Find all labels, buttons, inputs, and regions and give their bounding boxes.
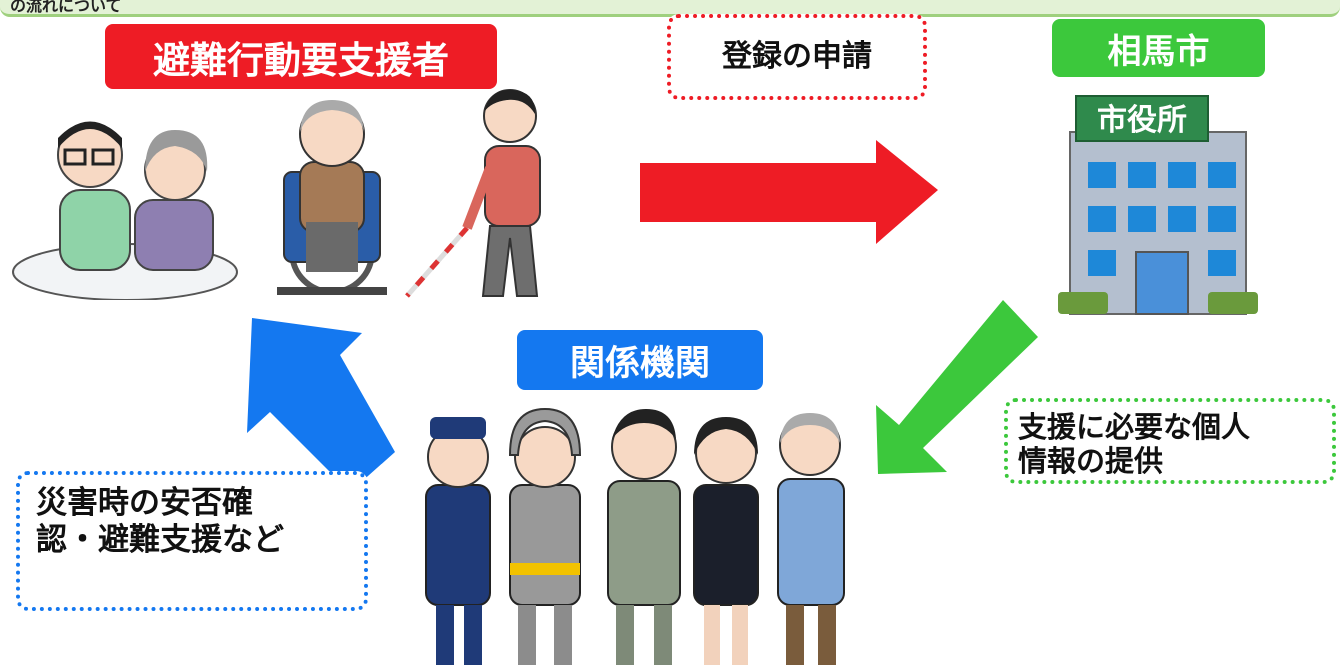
info-line-1: 支援に必要な個人 — [1018, 410, 1251, 444]
header-text: の流れについて — [10, 0, 122, 15]
city-label: 相馬市 — [1052, 19, 1265, 77]
info-line-2: 情報の提供 — [1018, 444, 1164, 479]
green-arrow — [876, 300, 1038, 474]
safety-line-2: 認・避難支援など — [36, 521, 284, 558]
elderly-man — [777, 413, 845, 665]
registration-note: 登録の申請 — [667, 14, 927, 100]
safety-line-1: 災害時の安否確 — [36, 485, 253, 521]
info-provision-note: 支援に必要な個人 情報の提供 — [1004, 398, 1336, 484]
registration-text: 登録の申請 — [722, 39, 872, 75]
firefighter — [508, 407, 582, 665]
worker — [607, 409, 681, 665]
requester-label: 避難行動要支援者 — [105, 24, 497, 89]
red-arrow — [640, 140, 938, 244]
safety-note: 災害時の安否確 認・避難支援など — [16, 471, 368, 611]
city-hall-illustration: 市役所 — [1058, 95, 1258, 315]
caregiver-illustration — [12, 121, 238, 300]
header-band: の流れについて — [0, 0, 1340, 17]
city-hall-sign-text: 市役所 — [1097, 103, 1187, 138]
wheelchair-illustration — [277, 100, 387, 295]
police-officer — [425, 417, 491, 665]
cane-walker-illustration — [405, 89, 541, 298]
agencies-group-illustration — [425, 407, 845, 665]
agencies-label: 関係機関 — [517, 330, 763, 390]
blue-arrow — [247, 318, 395, 492]
office-worker — [693, 417, 759, 665]
